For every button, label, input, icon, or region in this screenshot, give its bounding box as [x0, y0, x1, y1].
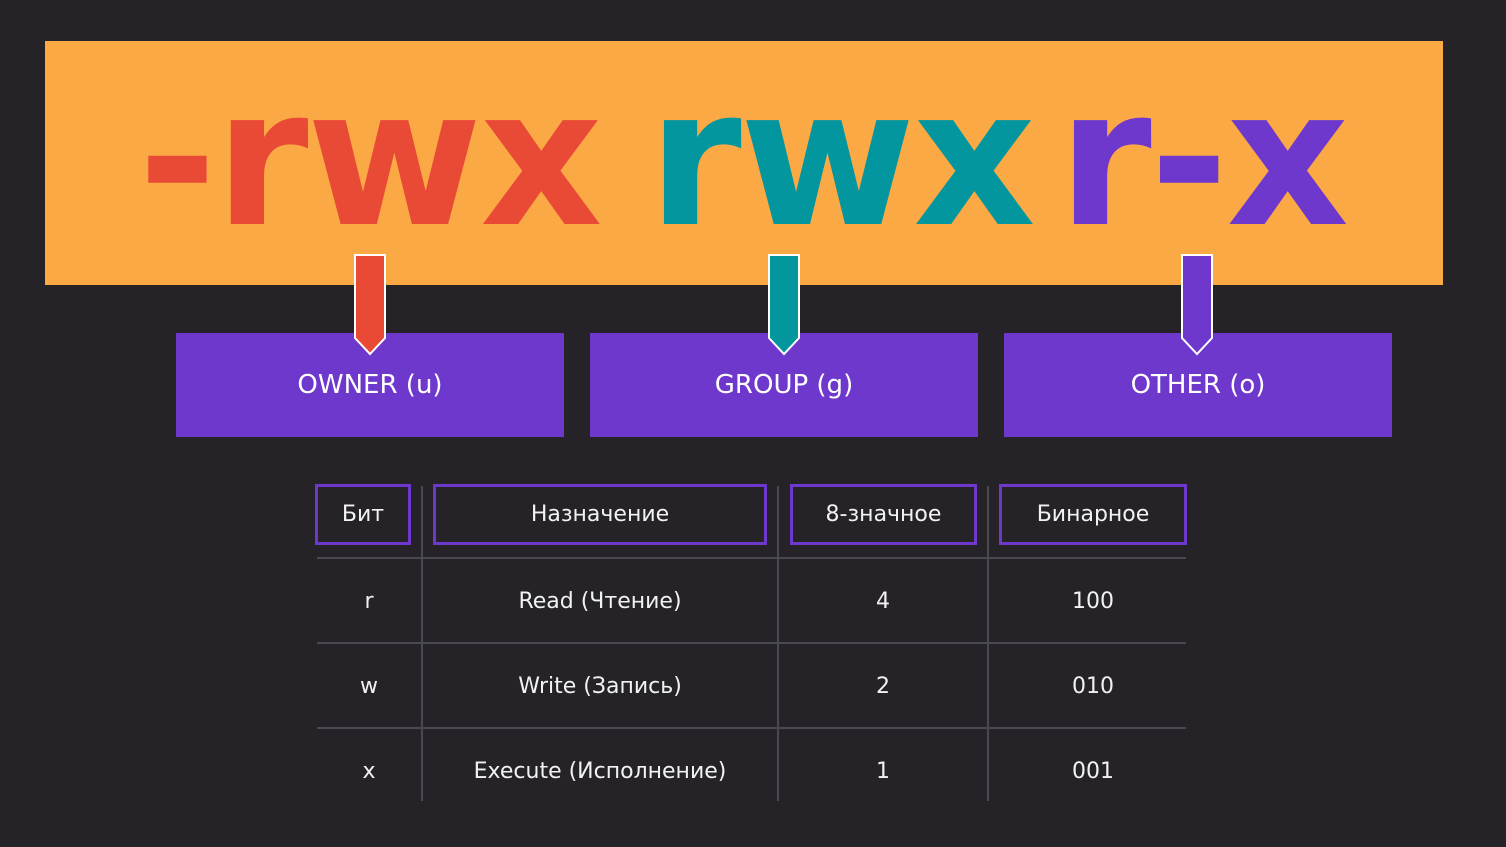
table-cell-binary: 010 [1072, 673, 1114, 699]
other-role-label: OTHER (o) [1130, 370, 1266, 400]
table-header-octal: 8-значное [790, 484, 977, 545]
table-header-purpose: Назначение [433, 484, 767, 545]
table-cell-binary: 100 [1072, 588, 1114, 614]
owner-arrow-icon [353, 254, 387, 356]
table-row-divider [317, 642, 1186, 644]
other-arrow-icon [1180, 254, 1214, 356]
table-header-binary: Бинарное [999, 484, 1187, 545]
table-row-divider [317, 727, 1186, 729]
table-cell-octal: 4 [876, 588, 890, 614]
permission-string-banner [45, 41, 1443, 285]
table-cell-purpose: Execute (Исполнение) [473, 758, 727, 784]
owner-permission-text: -rwx [138, 48, 603, 269]
table-cell-bit: x [362, 758, 376, 784]
table-cell-purpose: Write (Запись) [518, 673, 682, 699]
table-cell-binary: 001 [1072, 758, 1114, 784]
table-cell-octal: 2 [876, 673, 890, 699]
group-arrow-icon [767, 254, 801, 356]
table-cell-bit: r [364, 588, 374, 614]
table-cell-bit: w [360, 673, 378, 699]
table-header-bit: Бит [315, 484, 411, 545]
owner-role-label: OWNER (u) [297, 370, 443, 400]
other-permission-text: r-x [1058, 48, 1349, 269]
table-row-divider [317, 557, 1186, 559]
group-permission-text: rwx [648, 48, 1036, 269]
table-cell-purpose: Read (Чтение) [518, 588, 682, 614]
table-cell-octal: 1 [876, 758, 890, 784]
group-role-label: GROUP (g) [714, 370, 854, 400]
